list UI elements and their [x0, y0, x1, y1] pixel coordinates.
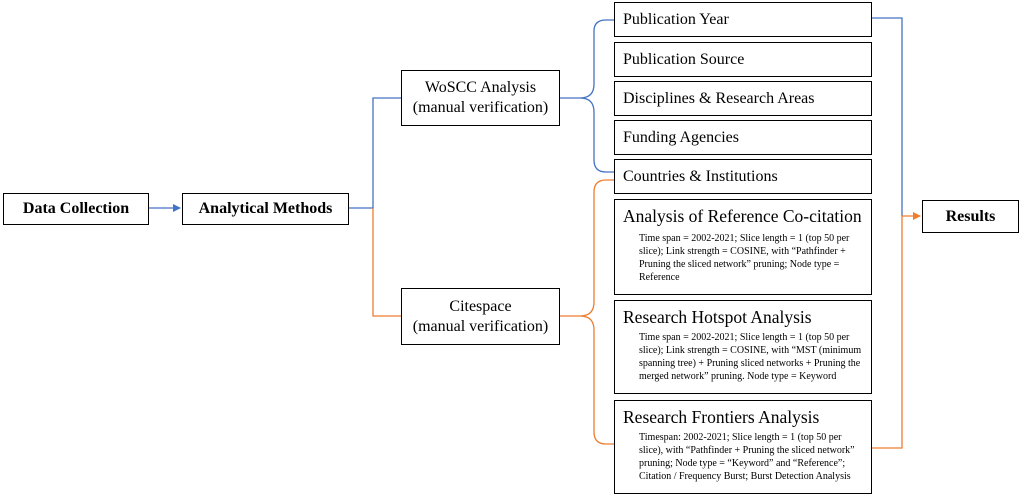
item-label: Publication Source — [623, 51, 745, 68]
item-description: Timespan: 2002-2021; Slice length = 1 (t… — [639, 432, 855, 482]
citespace-brace — [560, 179, 614, 445]
woscc-line2: (manual verification) — [412, 99, 549, 116]
citespace-item-frontiers: Research Frontiers Analysis Timespan: 20… — [614, 400, 872, 494]
woscc-item-countries-institutions: Countries & Institutions — [614, 159, 872, 194]
item-label: Publication Year — [623, 11, 729, 28]
woscc-analysis-node: WoSCC Analysis (manual verification) — [401, 70, 560, 126]
citespace-line1: Citespace — [449, 297, 512, 315]
item-label: Countries & Institutions — [623, 168, 778, 185]
item-title: Analysis of Reference Co-citation — [623, 206, 862, 226]
item-title: Research Hotspot Analysis — [623, 307, 812, 327]
item-description: Time span = 2002-2021; Slice length = 1 … — [639, 332, 862, 382]
woscc-item-publication-year: Publication Year — [614, 2, 872, 37]
item-description: Time span = 2002-2021; Slice length = 1 … — [639, 233, 850, 283]
results-bracket-blue — [872, 17, 903, 216]
woscc-item-publication-source: Publication Source — [614, 42, 872, 77]
citespace-item-reference-cocitation: Analysis of Reference Co-citation Time s… — [614, 199, 872, 295]
citespace-line2: (manual verification) — [412, 317, 549, 335]
woscc-brace — [560, 19, 614, 173]
methods-bracket-blue — [349, 97, 401, 209]
results-node: Results — [922, 200, 1019, 233]
item-label: Disciplines & Research Areas — [623, 90, 815, 107]
analytical-methods-node: Analytical Methods — [182, 193, 349, 225]
item-title: Research Frontiers Analysis — [623, 407, 820, 427]
citespace-item-hotspot: Research Hotspot Analysis Time span = 20… — [614, 300, 872, 394]
citespace-node: Citespace (manual verification) — [401, 288, 560, 345]
woscc-item-funding-agencies: Funding Agencies — [614, 120, 872, 155]
results-bracket-orange — [872, 216, 903, 449]
methods-bracket-orange — [372, 208, 401, 317]
woscc-line1: WoSCC Analysis — [424, 79, 537, 96]
woscc-item-disciplines: Disciplines & Research Areas — [614, 81, 872, 116]
item-label: Funding Agencies — [623, 129, 739, 146]
data-collection-node: Data Collection — [3, 193, 149, 225]
